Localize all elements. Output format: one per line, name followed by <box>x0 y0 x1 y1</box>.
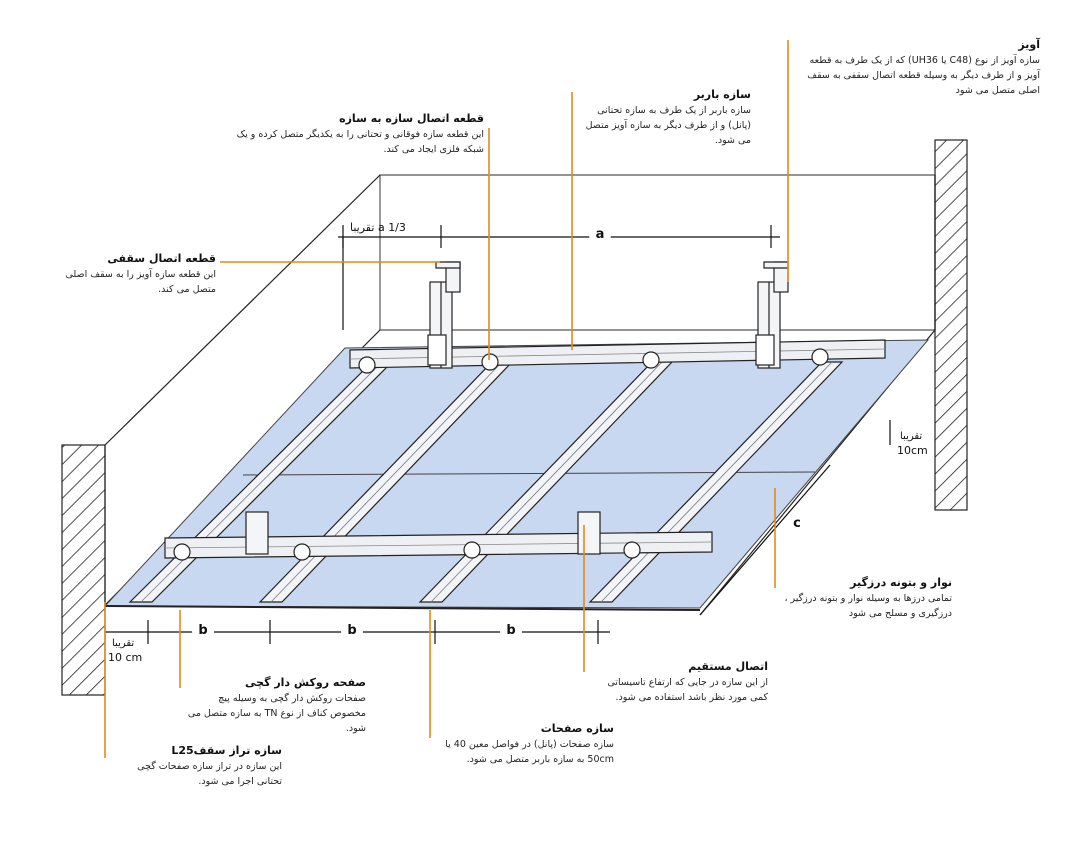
hanger-left <box>427 261 461 369</box>
dimension-b-2: b <box>341 620 363 642</box>
connector-clips <box>173 348 829 561</box>
dimension-a-third: 1/3 a تقریبا <box>350 221 406 234</box>
approx-left-word: تقریبا <box>112 638 135 649</box>
label-hanger-title: آویز <box>1018 38 1040 51</box>
hanger-right <box>755 261 789 369</box>
label-connector-title: قطعه اتصال سازه به سازه <box>339 112 484 125</box>
label-connector-desc: این قطعه سازه فوقانی و تحتانی را به یکدی… <box>236 129 484 155</box>
label-ceiling-connector: قطعه اتصال سقفی این قطعه سازه آویز را به… <box>50 252 216 297</box>
dimension-b-1: b <box>192 620 214 642</box>
label-board-desc: صفحات روکش دار گچی به وسیله پیچ مخصوص کن… <box>187 693 366 734</box>
dimension-b-3: b <box>500 620 522 642</box>
label-panel-title: سازه صفحات <box>540 722 614 735</box>
label-carrier-title: سازه باربر <box>693 88 751 101</box>
label-l25: سازه تراز سقفL25 این سازه در تراز سازه ص… <box>112 744 282 789</box>
label-ceiling-connector-desc: این قطعه سازه آویز را به سقف اصلی متصل م… <box>65 269 216 295</box>
label-board: صفحه روکش دار گچی صفحات روکش دار گچی به … <box>186 676 366 736</box>
label-hanger: آویز سازه آویز از نوع (C48 یا UH36) که ا… <box>792 38 1040 98</box>
panel-profile-edges <box>140 361 833 603</box>
approx-left-value: 10 cm <box>108 651 143 664</box>
label-l25-desc: این سازه در تراز سازه صفحات گچی تحتانی ا… <box>137 761 282 787</box>
label-direct-title: اتصال مستقیم <box>688 660 768 673</box>
dimension-c: c <box>786 513 808 535</box>
l25-edge <box>104 605 701 611</box>
leader-lines <box>104 40 789 758</box>
approx-right-value: 10cm <box>897 444 928 457</box>
label-tape-title: نوار و بتونه درزگیر <box>850 576 952 589</box>
label-panel-desc: سازه صفحات (پانل) در فواصل معین 40 یا 50… <box>445 739 614 765</box>
label-carrier-desc: سازه باربر از یک طرف به سازه تحتانی (پان… <box>585 105 751 146</box>
label-panel: سازه صفحات سازه صفحات (پانل) در فواصل مع… <box>436 722 614 767</box>
label-connector: قطعه اتصال سازه به سازه این قطعه سازه فو… <box>228 112 484 157</box>
label-ceiling-connector-title: قطعه اتصال سقفی <box>107 252 216 265</box>
label-direct: اتصال مستقیم از این سازه در جایی که ارتف… <box>590 660 768 705</box>
left-wall-hatch <box>61 444 106 696</box>
label-board-title: صفحه روکش دار گچی <box>245 676 366 689</box>
label-carrier: سازه باربر سازه باربر از یک طرف به سازه … <box>576 88 751 148</box>
approx-right-word: تقریبا <box>900 431 923 442</box>
label-tape-desc: تمامی درزها به وسیله نوار و بتونه درزگیر… <box>784 593 952 619</box>
dimension-a: a <box>589 224 611 246</box>
label-direct-desc: از این سازه در جایی که ارتفاع تاسیساتی ک… <box>607 677 768 703</box>
label-hanger-desc: سازه آویز از نوع (C48 یا UH36) که از یک … <box>807 55 1040 96</box>
right-wall-hatch <box>934 139 968 511</box>
label-l25-title: سازه تراز سقفL25 <box>171 744 282 757</box>
label-tape: نوار و بتونه درزگیر تمامی درزها به وسیله… <box>782 576 952 621</box>
